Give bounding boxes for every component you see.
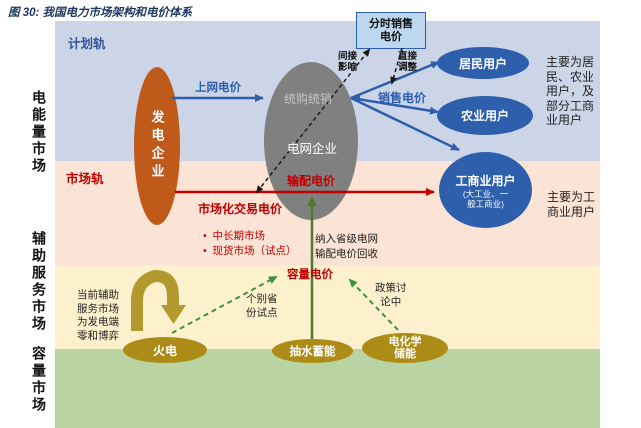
- industrial-users-ellipse: 工商业用户 (大工业、一 般工商业): [439, 152, 532, 228]
- sales-price-label: 销售电价: [378, 91, 427, 105]
- axis-energy-market: 电能量市场: [31, 90, 47, 175]
- tou-price-box: 分时销售 电价: [356, 12, 426, 49]
- industrial-users-sublabel: (大工业、一 般工商业): [462, 188, 509, 209]
- electrochemical-storage-label: 电化学 储能: [388, 336, 422, 360]
- tou-price-label: 分时销售 电价: [369, 17, 413, 43]
- residential-users-label: 居民用户: [458, 56, 507, 71]
- figure-title: 图 30: 我国电力市场架构和电价体系: [8, 7, 193, 19]
- ancillary-note: 当前辅助 服务市场 为发电端 零和博弈: [77, 289, 119, 342]
- thermal-power-label: 火电: [152, 343, 177, 358]
- industrial-users-label: 工商业用户: [455, 173, 516, 188]
- market-track-label: 市场轨: [66, 172, 104, 186]
- pumped-storage-label: 抽水蓄能: [289, 346, 336, 358]
- bullet-icon: •: [203, 230, 207, 242]
- axis-capacity-market: 容量市场: [31, 346, 47, 414]
- residential-users-ellipse: 居民用户: [437, 47, 529, 79]
- electrochemical-storage-ellipse: 电化学 储能: [362, 333, 448, 363]
- pumped-storage-ellipse: 抽水蓄能: [272, 339, 353, 363]
- thermal-power-ellipse: 火电: [123, 337, 207, 363]
- generator-label: 发电企业: [149, 110, 165, 182]
- users-note-top: 主要为居 民、农业 用户，及 部分工商 业用户: [546, 55, 595, 127]
- indirect-influence-label: 间接 影响: [338, 51, 358, 73]
- recovery-note: 纳入省级电网 输配电价回收: [315, 233, 378, 260]
- users-note-bottom: 主要为工 商业用户: [547, 190, 596, 219]
- market-trade-item-2: • 现货市场（试点）: [203, 245, 297, 257]
- grid-company-label: 电网企业: [287, 142, 338, 156]
- grid-unified-purchase-label: 统购统销: [284, 92, 333, 106]
- agricultural-users-label: 农业用户: [460, 109, 509, 123]
- direct-adjust-label: 直接 调整: [398, 51, 418, 73]
- axis-ancillary-market: 辅助服务市场: [31, 231, 47, 333]
- policy-note: 政策讨 论中: [375, 282, 407, 308]
- capacity-price-label: 容量电价: [287, 269, 333, 281]
- market-trade-item-1: • 中长期市场: [203, 230, 266, 242]
- transmission-price-label: 输配电价: [287, 174, 336, 188]
- bullet-icon: •: [203, 245, 207, 257]
- pilot-note: 个别省 份试点: [246, 293, 278, 319]
- planned-track-label: 计划轨: [68, 37, 106, 51]
- ongrid-price-label: 上网电价: [195, 82, 241, 94]
- generator-ellipse: 发电企业: [134, 67, 180, 225]
- market-trade-price-label: 市场化交易电价: [198, 202, 283, 216]
- agricultural-users-ellipse: 农业用户: [437, 96, 533, 135]
- band-capacity-market: [55, 349, 600, 428]
